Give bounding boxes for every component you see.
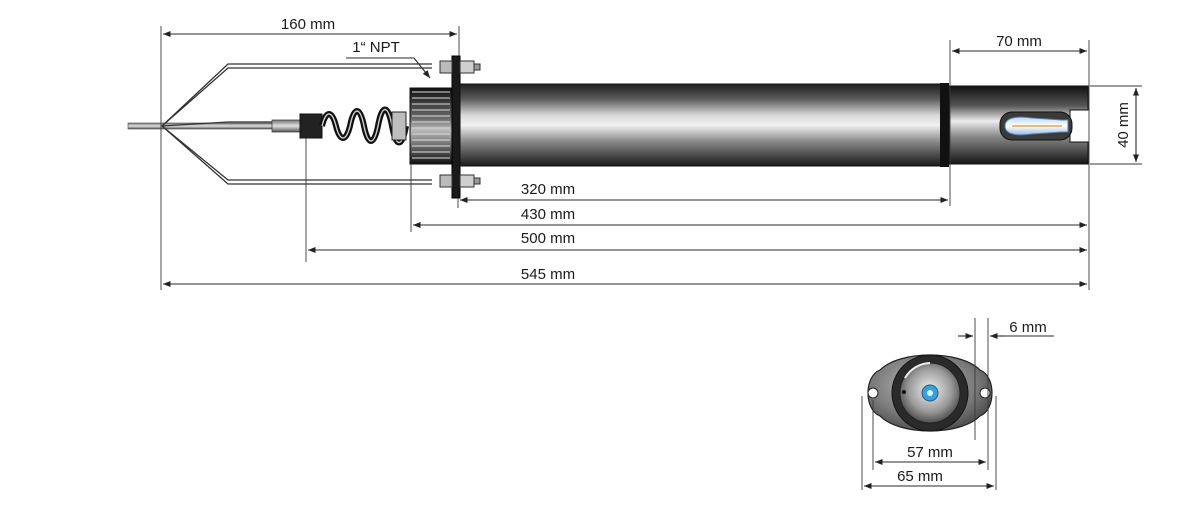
label-overall-length: 545 mm [521,266,575,283]
label-thread: 1“ NPT [352,39,400,56]
label-hole-diameter: 6 mm [1009,319,1047,336]
label-guard-length: 160 mm [281,16,335,33]
probe-sleeve [271,119,303,133]
flange-bolts [439,60,481,188]
label-flange-inner: 57 mm [907,444,953,461]
mounting-flange-side [451,55,461,199]
dimension-lines [163,30,1140,288]
flange-dimension-labels: 6 mm 57 mm 65 mm [897,319,1047,485]
label-head-length: 70 mm [996,33,1042,50]
flange-hole-right [979,387,991,399]
label-flange-outer: 65 mm [897,468,943,485]
npt-thread-section [409,87,453,165]
dimension-labels: 160 mm 1“ NPT 70 mm 40 mm 320 mm 430 mm … [281,16,1132,283]
strain-relief-spring [299,106,409,146]
label-head-height: 40 mm [1115,102,1132,148]
label-body-length: 320 mm [521,181,575,198]
label-thread-to-end: 430 mm [521,206,575,223]
flange-end-view [867,354,993,432]
extension-lines [160,26,1142,290]
wire-guard [161,63,432,185]
sensing-head [948,85,1089,165]
sensor-side-view [127,55,1089,199]
flange-dimension-lines [861,318,1054,490]
flange-hole-left [867,387,879,399]
label-probe-length: 500 mm [521,230,575,247]
body-end-ring [940,83,949,167]
sensor-body-tube [459,83,943,167]
